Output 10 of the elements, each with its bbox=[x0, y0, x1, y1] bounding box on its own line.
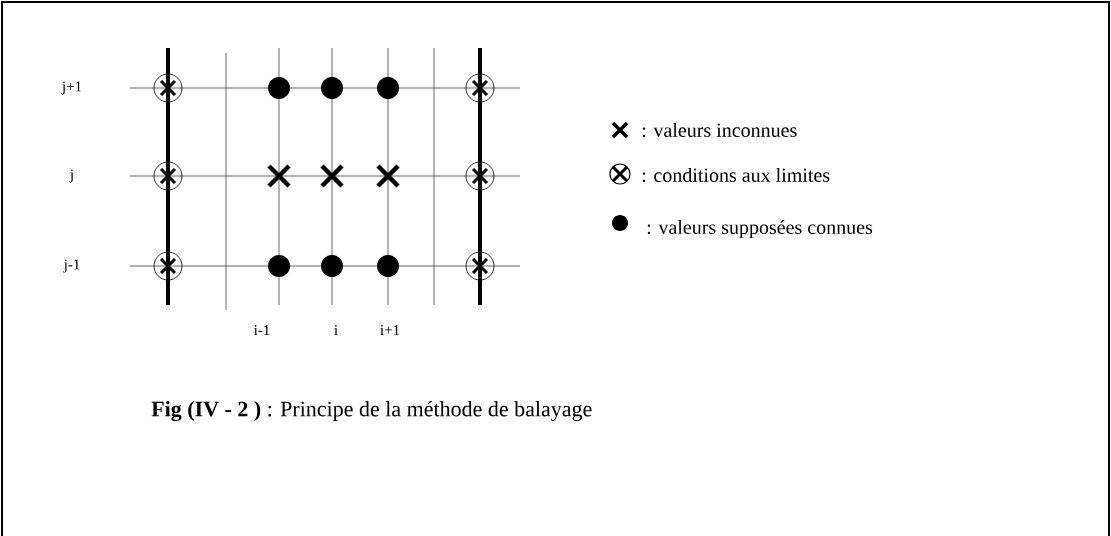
axis-label: j-1 bbox=[63, 259, 80, 273]
axis-label: j bbox=[69, 169, 73, 183]
axis-label: j+1 bbox=[61, 81, 82, 95]
axis-label: i-1 bbox=[254, 325, 270, 335]
legend-text: : valeurs supposées connues bbox=[647, 219, 873, 239]
legend-text: : valeurs inconnues bbox=[642, 122, 797, 138]
axis-label: i+1 bbox=[380, 325, 400, 335]
legend-text: : conditions aux limites bbox=[642, 167, 830, 183]
caption: Fig (IV - 2 ) : Principe de la méthode de balayage bbox=[151, 400, 592, 422]
axis-label: i bbox=[334, 325, 338, 335]
